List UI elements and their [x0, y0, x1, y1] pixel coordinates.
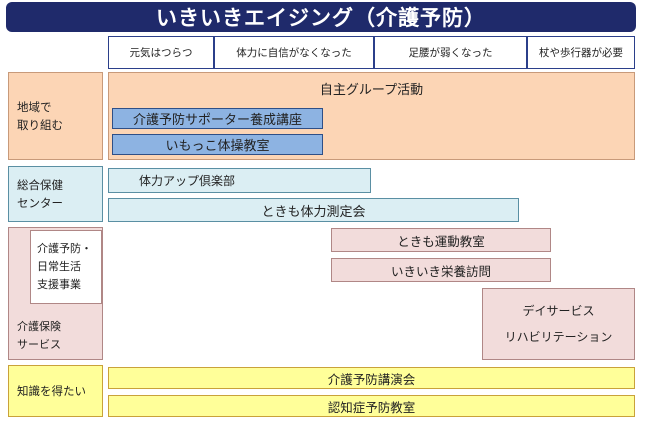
day-service-line2: リハビリテーション — [504, 330, 613, 344]
exercise-class-box: ときも運動教室 — [331, 228, 551, 252]
fitness-club-box: 体力アップ倶楽部 — [108, 168, 371, 193]
care-insurance-label: 介護保険 サービス — [9, 314, 99, 358]
row-label-community-line2: 取り組む — [17, 118, 63, 132]
stage-header-4: 杖や歩行器が必要 — [527, 36, 635, 69]
supporter-course-box: 介護予防サポーター養成講座 — [112, 108, 323, 129]
preventive-support-line3: 支援事業 — [37, 278, 81, 291]
day-service-line1: デイサービス — [522, 304, 595, 318]
stage-header-3: 足腰が弱くなった — [374, 36, 527, 69]
fitness-measurement-box: ときも体力測定会 — [108, 198, 519, 222]
row-label-community: 地域で 取り組む — [8, 72, 103, 160]
stage-header-1: 元気はつらつ — [108, 36, 214, 69]
page-title: いきいきエイジング（介護予防） — [6, 2, 636, 32]
imokko-exercise-box: いもっこ体操教室 — [112, 134, 323, 155]
preventive-support-label: 介護予防・ 日常生活 支援事業 — [30, 230, 102, 304]
group-activity-label: 自主グループ活動 — [319, 83, 424, 98]
preventive-support-line1: 介護予防・ — [37, 242, 92, 255]
row-label-service: 介護予防・ 日常生活 支援事業 介護保険 サービス — [8, 227, 103, 360]
row-label-center: 総合保健 センター — [8, 166, 103, 222]
preventive-support-line2: 日常生活 — [37, 260, 81, 273]
care-insurance-line1: 介護保険 — [17, 320, 61, 333]
row-label-knowledge: 知識を得たい — [8, 365, 103, 417]
lecture-box: 介護予防講演会 — [108, 367, 635, 389]
row-label-center-line2: センター — [17, 196, 63, 210]
row-label-knowledge-line1: 知識を得たい — [17, 384, 86, 398]
row-label-center-line1: 総合保健 — [17, 178, 63, 192]
care-insurance-line2: サービス — [17, 338, 61, 351]
stage-header-2: 体力に自信がなくなった — [214, 36, 374, 69]
day-service-box: デイサービス リハビリテーション — [482, 288, 635, 360]
row-label-community-line1: 地域で — [17, 100, 52, 114]
nutrition-visit-box: いきいき栄養訪問 — [331, 258, 551, 282]
dementia-class-box: 認知症予防教室 — [108, 395, 635, 417]
